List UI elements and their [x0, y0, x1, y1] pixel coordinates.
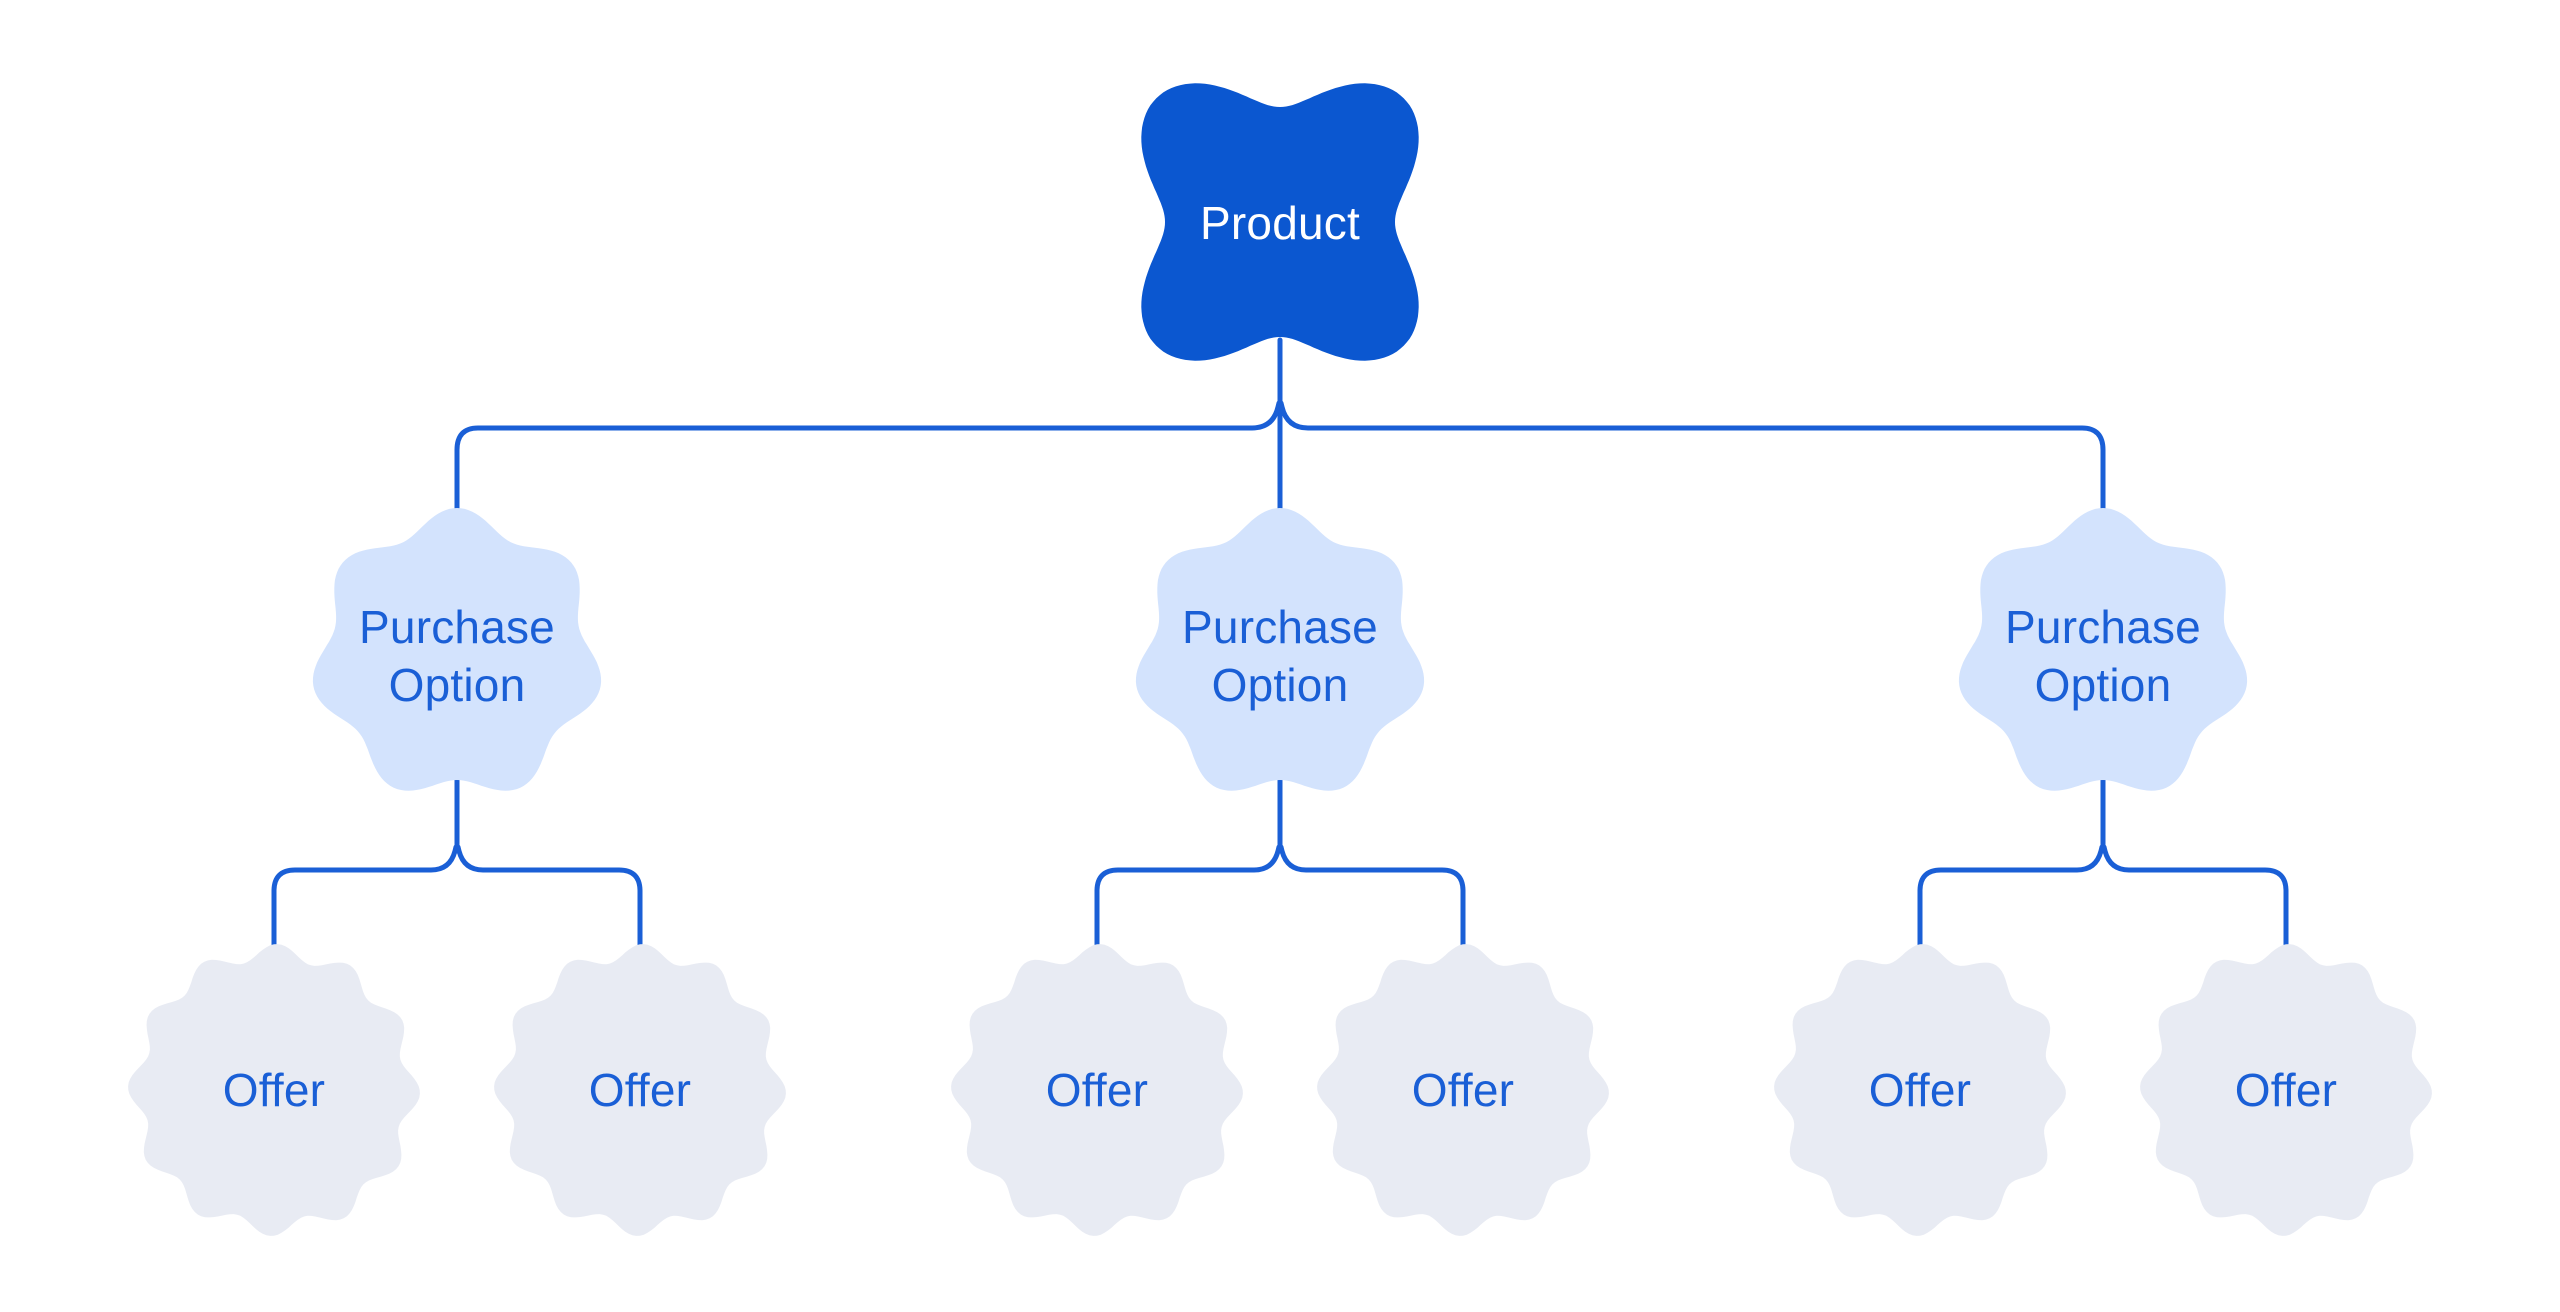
purchase-option-label-line2: Option	[1211, 659, 1349, 711]
purchase-option-node-label: Purchase Option	[2005, 599, 2201, 715]
offer-node-label: Offer	[1411, 1064, 1515, 1117]
purchase-option-label-line1: Purchase	[2005, 601, 2201, 654]
purchase-option-label-line1: Purchase	[359, 601, 555, 654]
purchase-option-label-line2: Option	[2034, 659, 2172, 711]
purchase-option-node-shape	[1958, 508, 2248, 791]
offer-node-label: Offer	[1868, 1064, 1972, 1117]
offer-node-label: Offer	[222, 1064, 326, 1117]
connector-line	[1917, 844, 2105, 951]
offer-node-shape	[1317, 944, 1609, 1236]
offer-node-label: Offer	[2234, 1064, 2338, 1117]
offer-node-shape	[494, 944, 786, 1236]
offer-node-shape	[128, 944, 420, 1236]
connector-line	[454, 400, 1282, 519]
offer-node-shape	[1774, 944, 2066, 1236]
connector-line	[1094, 844, 1282, 951]
purchase-option-node-shape	[312, 508, 602, 791]
purchase-option-node-label: Purchase Option	[1182, 599, 1378, 715]
connector-line	[2101, 844, 2289, 951]
product-node-shape	[1141, 83, 1419, 361]
offer-node-shape	[951, 944, 1243, 1236]
purchase-option-label-line1: Purchase	[1182, 601, 1378, 654]
connector-line	[1278, 400, 2106, 519]
purchase-option-node-shape	[1135, 508, 1425, 791]
offer-node-label: Offer	[588, 1064, 692, 1117]
offer-node-label: Offer	[1045, 1064, 1149, 1117]
connector-line	[271, 844, 459, 951]
connector-line	[1278, 844, 1466, 951]
product-node-label: Product	[1200, 197, 1360, 250]
connector-line	[455, 844, 643, 951]
purchase-option-label-line2: Option	[388, 659, 526, 711]
offer-node-shape	[2140, 944, 2432, 1236]
purchase-option-node-label: Purchase Option	[359, 599, 555, 715]
